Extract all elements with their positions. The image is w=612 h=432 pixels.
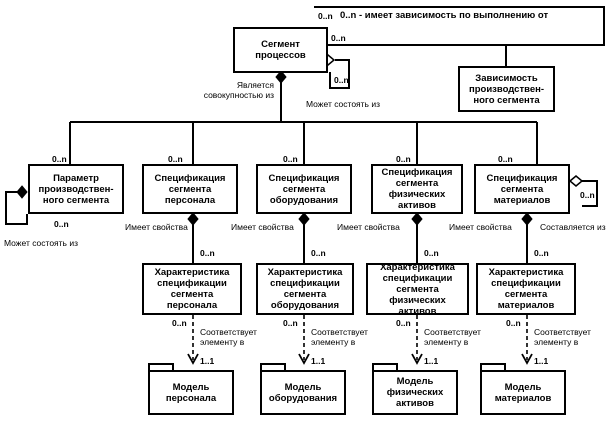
card-prop-physical-bottom: 0..n (396, 318, 411, 328)
card-prop-equipment-bottom: 0..n (283, 318, 298, 328)
card-prop-material-top: 0..n (534, 248, 549, 258)
package-label-material: Модель материалов (480, 370, 566, 415)
card-spec-material-loop: 0..n (580, 190, 595, 200)
dependency-note: 0..n - имеет зависимость по выполнению о… (340, 10, 549, 21)
box-prop-personnel: Характеристика спецификации сегмента пер… (142, 263, 242, 315)
label-corresponds-personnel: Соответствует элементу в (200, 327, 257, 347)
box-spec-material: Спецификация сегмента материалов (474, 164, 570, 214)
card-segment-loop: 0..n (334, 75, 349, 85)
box-segment-dependency: Зависимость производствен- ного сегмента (458, 66, 555, 112)
card-prop-personnel-bottom: 0..n (172, 318, 187, 328)
card-parameter-loop: 0..n (54, 219, 69, 229)
card-spec-physical: 0..n (396, 154, 411, 164)
box-spec-personnel: Спецификация сегмента персонала (142, 164, 238, 214)
label-has-properties-personnel: Имеет свойства (125, 222, 188, 232)
card-spec-equipment: 0..n (283, 154, 298, 164)
label-may-consist-of-parameter: Может состоять из (4, 238, 78, 248)
card-model-physical: 1..1 (424, 356, 439, 366)
package-model-personnel: Модель персонала (148, 363, 234, 415)
card-prop-equipment-top: 0..n (311, 248, 326, 258)
card-prop-material-bottom: 0..n (506, 318, 521, 328)
box-segment-parameter: Параметр производствен- ного сегмента (28, 164, 124, 214)
box-prop-physical: Характеристика спецификации сегмента физ… (366, 262, 469, 317)
note-many-card: 0..n (318, 11, 333, 21)
card-parameter: 0..n (52, 154, 67, 164)
label-corresponds-material: Соответствует элементу в (534, 327, 591, 347)
package-model-physical: Модель физических активов (372, 363, 458, 415)
package-label-equipment: Модель оборудования (260, 370, 346, 415)
label-has-properties-physical: Имеет свойства (337, 222, 400, 232)
package-tab (148, 363, 174, 372)
label-has-properties-material: Имеет свойства (449, 222, 512, 232)
card-spec-material: 0..n (498, 154, 513, 164)
package-label-personnel: Модель персонала (148, 370, 234, 415)
card-model-material: 1..1 (534, 356, 549, 366)
label-is-collection-of: Является совокупностью из (203, 80, 274, 100)
label-corresponds-equipment: Соответствует элементу в (311, 327, 368, 347)
card-model-equipment: 1..1 (311, 356, 326, 366)
package-tab (480, 363, 506, 372)
card-spec-personnel: 0..n (168, 154, 183, 164)
box-prop-material: Характеристика спецификации сегмента мат… (476, 263, 576, 315)
card-prop-physical-top: 0..n (424, 248, 439, 258)
box-spec-physical: Спецификация сегмента физических активов (371, 164, 463, 214)
box-process-segment: Сегмент процессов (233, 27, 328, 73)
label-has-properties-equipment: Имеет свойства (231, 222, 294, 232)
package-tab (260, 363, 286, 372)
box-prop-equipment: Характеристика спецификации сегмента обо… (256, 263, 354, 315)
label-assembled-from: Составляется из (540, 222, 606, 232)
card-prop-personnel-top: 0..n (200, 248, 215, 258)
package-model-material: Модель материалов (480, 363, 566, 415)
package-label-physical: Модель физических активов (372, 370, 458, 415)
package-model-equipment: Модель оборудования (260, 363, 346, 415)
card-model-personnel: 1..1 (200, 356, 215, 366)
card-segment-right: 0..n (331, 33, 346, 43)
label-corresponds-physical: Соответствует элементу в (424, 327, 481, 347)
box-spec-equipment: Спецификация сегмента оборудования (256, 164, 352, 214)
package-tab (372, 363, 398, 372)
label-may-consist-of-segment: Может состоять из (306, 99, 380, 109)
